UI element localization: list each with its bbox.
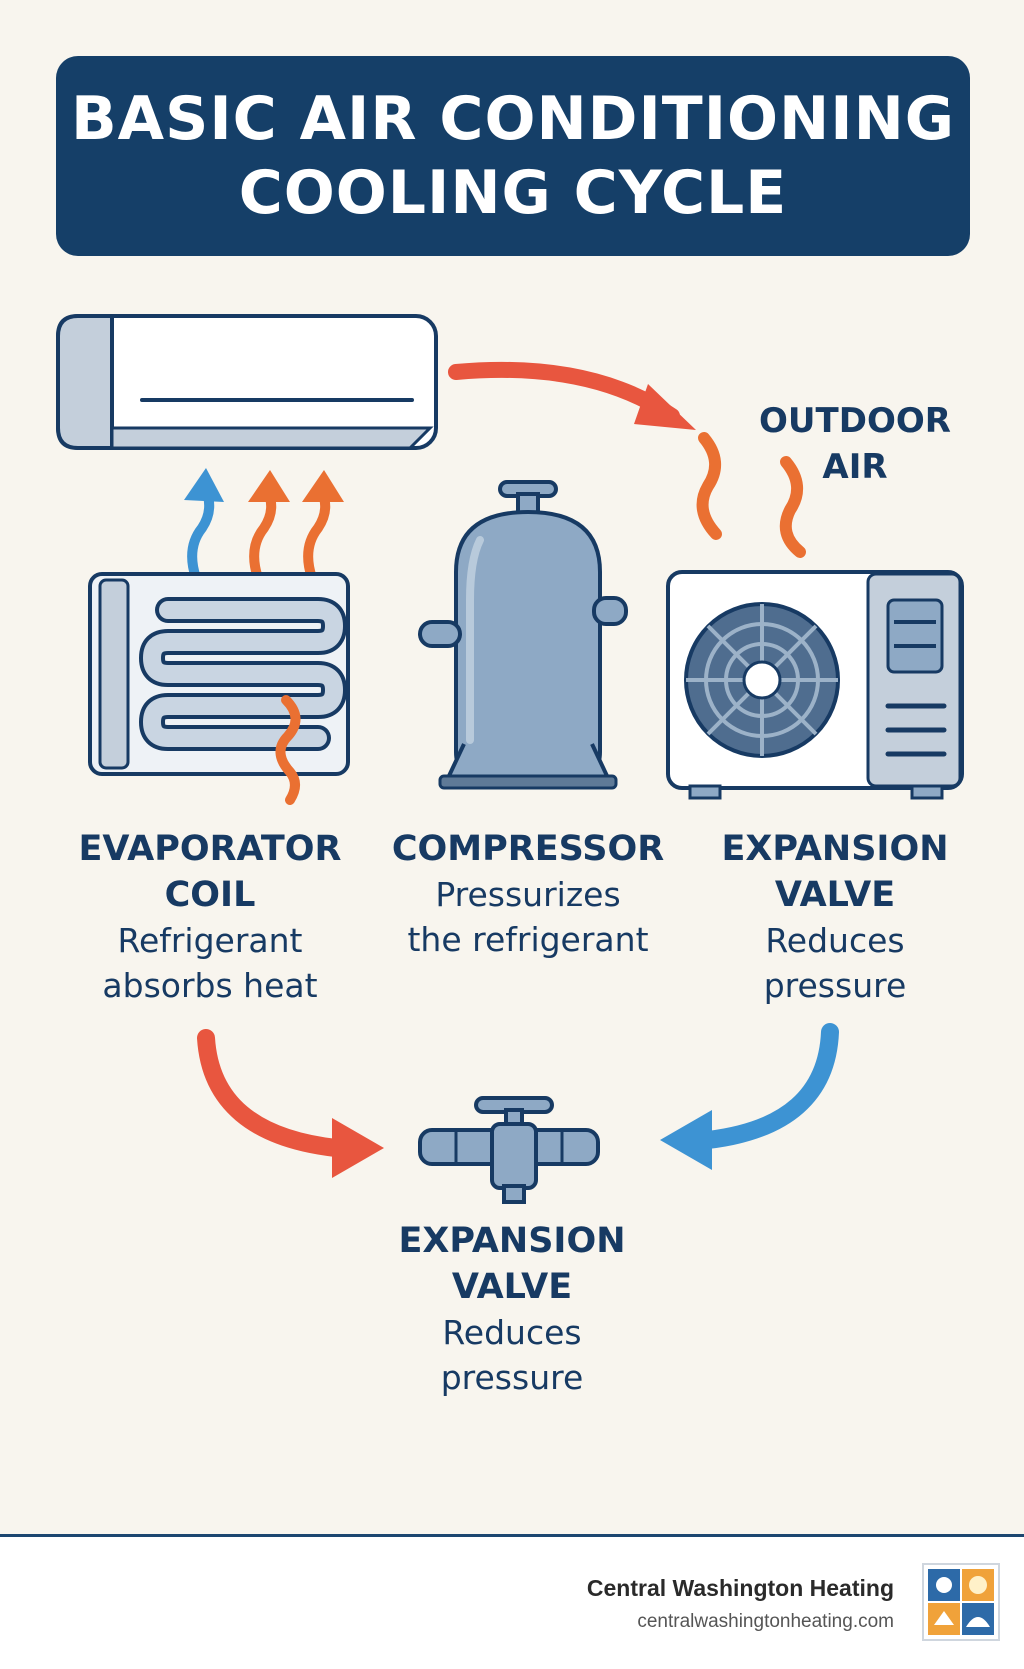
evaporator-head-2: COIL <box>164 875 256 915</box>
heat-wave-icon-2 <box>779 456 806 558</box>
expansion-bottom-head-2: VALVE <box>451 1267 573 1307</box>
outdoor-air-line-1: OUTDOOR <box>759 401 951 441</box>
cooling-cycle-diagram <box>56 314 964 1204</box>
compressor-desc-2: the refrigerant <box>407 920 649 959</box>
title-banner: BASIC AIR CONDITIONING COOLING CYCLE <box>56 56 970 256</box>
evaporator-coil-label: EVAPORATOR COIL Refrigerant absorbs heat <box>60 826 360 1008</box>
compressor-icon <box>418 480 628 790</box>
evaporator-desc-1: Refrigerant <box>117 921 303 960</box>
compressor-label: COMPRESSOR Pressurizes the refrigerant <box>370 826 686 962</box>
company-name: Central Washington Heating <box>586 1575 894 1601</box>
footer-brand: Central Washington Heating centralwashin… <box>587 1573 894 1637</box>
arrow-evaporator-to-valve <box>197 1029 345 1157</box>
expansion-right-head-2: VALVE <box>774 875 896 915</box>
outdoor-air-line-2: AIR <box>822 447 888 487</box>
evaporator-head-1: EVAPORATOR <box>78 829 342 869</box>
expansion-valve-bottom-label: EXPANSION VALVE Reduces pressure <box>362 1218 662 1400</box>
expansion-right-head-1: EXPANSION <box>721 829 949 869</box>
expansion-bottom-head-1: EXPANSION <box>398 1221 626 1261</box>
company-url[interactable]: centralwashingtonheating.com <box>637 1611 894 1632</box>
expansion-valve-right-label: EXPANSION VALVE Reduces pressure <box>690 826 980 1008</box>
expansion-right-desc-2: pressure <box>763 966 907 1005</box>
arrow-indoor-to-outdoor-head <box>634 384 696 430</box>
airflow-arrows-icon <box>184 468 344 583</box>
outdoor-air-label: OUTDOOR AIR <box>740 398 970 490</box>
company-logo-icon <box>922 1563 1000 1641</box>
title-line-1: BASIC AIR CONDITIONING <box>70 84 956 154</box>
indoor-unit-icon <box>56 314 438 450</box>
expansion-right-desc-1: Reduces <box>765 921 905 960</box>
evaporator-coil-icon <box>88 572 350 805</box>
compressor-desc-1: Pressurizes <box>435 875 621 914</box>
arrow-evaporator-to-valve-head <box>332 1118 384 1178</box>
heat-wave-icon-1 <box>696 432 722 540</box>
outdoor-unit-icon <box>666 570 964 800</box>
expansion-bottom-desc-1: Reduces <box>442 1313 582 1352</box>
compressor-head-1: COMPRESSOR <box>391 829 665 869</box>
arrow-outdoor-to-valve-head <box>660 1110 712 1170</box>
expansion-valve-icon <box>418 1096 600 1204</box>
arrow-outdoor-to-valve <box>699 1023 839 1149</box>
title-line-2: COOLING CYCLE <box>238 158 788 228</box>
evaporator-desc-2: absorbs heat <box>102 966 318 1005</box>
expansion-bottom-desc-2: pressure <box>440 1358 584 1397</box>
footer: Central Washington Heating centralwashin… <box>0 1534 1024 1669</box>
